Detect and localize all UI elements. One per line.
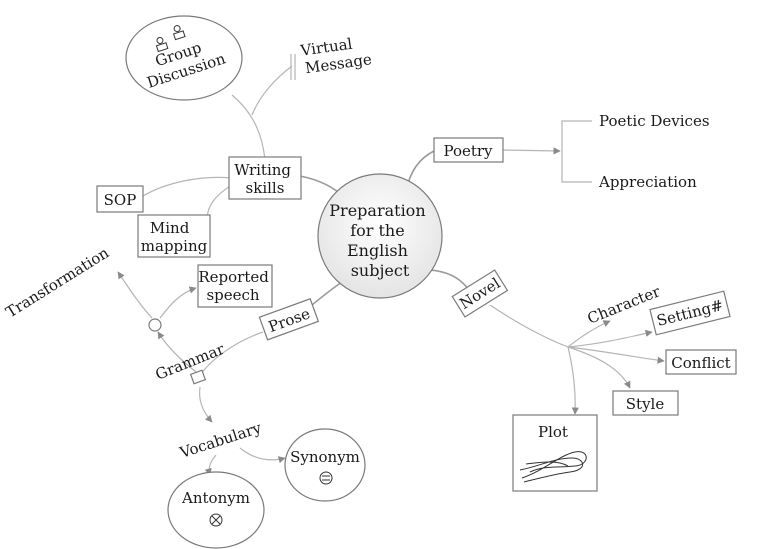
connector-writing-vm (251, 65, 293, 116)
center-title: Preparation for the English subject (329, 201, 430, 280)
svg-text:Reported speech: Reported speech (198, 268, 273, 304)
connector-split-poetic (561, 120, 592, 151)
grammar-label: Grammar (153, 339, 228, 383)
sop-node: SOP (96, 185, 144, 213)
grammar-hub (189, 369, 207, 385)
poetic-devices-label: Poetic Devices (599, 112, 710, 130)
connector-prose-grammar (199, 331, 264, 376)
reported-speech-node: Reported speech (197, 264, 273, 308)
connector-poetry-split (502, 147, 561, 155)
center-line-2: for the (350, 221, 405, 240)
svg-text:Mind mapping: Mind mapping (141, 219, 208, 255)
group-icon (155, 25, 186, 53)
connector-fan-style (567, 346, 631, 389)
reported-speech-line-2: speech (206, 286, 259, 304)
center-line-3: English (347, 241, 408, 260)
equals-icon (319, 471, 333, 485)
writing-skills-line-2: skills (246, 179, 285, 197)
mind-mapping-node: Mind mapping (137, 214, 211, 258)
grammar-branch-node (148, 318, 162, 332)
center-node: Preparation for the English subject (317, 173, 443, 299)
connector-grammar-up (157, 331, 201, 376)
plot-icon (519, 451, 587, 483)
antonym-label: Antonym (181, 489, 250, 507)
connector-fan-conflict (567, 346, 665, 364)
character-label: Character (585, 282, 664, 328)
conflict-node: Conflict (665, 349, 737, 375)
plot-node: Plot (512, 414, 598, 492)
cross-icon (209, 513, 223, 527)
connector-node-transformation (117, 271, 153, 319)
appreciation-label: Appreciation (598, 173, 697, 191)
style-node: Style (612, 390, 679, 416)
mind-mapping-line-2: mapping (141, 237, 208, 255)
transformation-label: Transformation (3, 243, 113, 321)
connector-fan-character (567, 320, 611, 348)
connector-writing-mindmap (206, 184, 233, 223)
poetry-label: Poetry (443, 142, 493, 160)
svg-text:Virtual Message: Virtual Message (298, 32, 373, 77)
reported-speech-line-1: Reported (198, 268, 269, 286)
synonym-label: Synonym (290, 448, 360, 466)
sop-label: SOP (104, 191, 137, 209)
center-line-4: subject (351, 261, 410, 280)
virtual-message-label: Virtual Message (298, 32, 373, 78)
writing-skills-line-1: Writing (234, 161, 291, 179)
connector-novel-fan (489, 304, 569, 348)
poetry-node: Poetry (433, 137, 504, 163)
group-discussion-node: Group Discussion (125, 15, 243, 101)
writing-skills-node: Writing skills (228, 156, 302, 200)
svg-text:Writing skills: Writing skills (234, 161, 296, 197)
plot-label: Plot (538, 423, 568, 441)
mind-mapping-line-1: Mind (150, 219, 190, 237)
connector-split-appreciation (561, 151, 592, 183)
center-line-1: Preparation (329, 201, 425, 220)
connector-node-reported (159, 286, 197, 319)
antonym-node: Antonym (167, 471, 265, 549)
synonym-node: Synonym (284, 428, 366, 502)
conflict-label: Conflict (671, 354, 730, 372)
connector-grammar-vocab (198, 386, 213, 423)
novel-node: Novel (451, 269, 509, 318)
connector-writing-sop (142, 176, 233, 197)
connector-vocab-synonym (239, 447, 286, 464)
connector-fan-setting (567, 329, 653, 348)
style-label: Style (626, 395, 665, 413)
connector-fan-plot (567, 346, 579, 415)
connector-writing-gd (231, 94, 266, 161)
